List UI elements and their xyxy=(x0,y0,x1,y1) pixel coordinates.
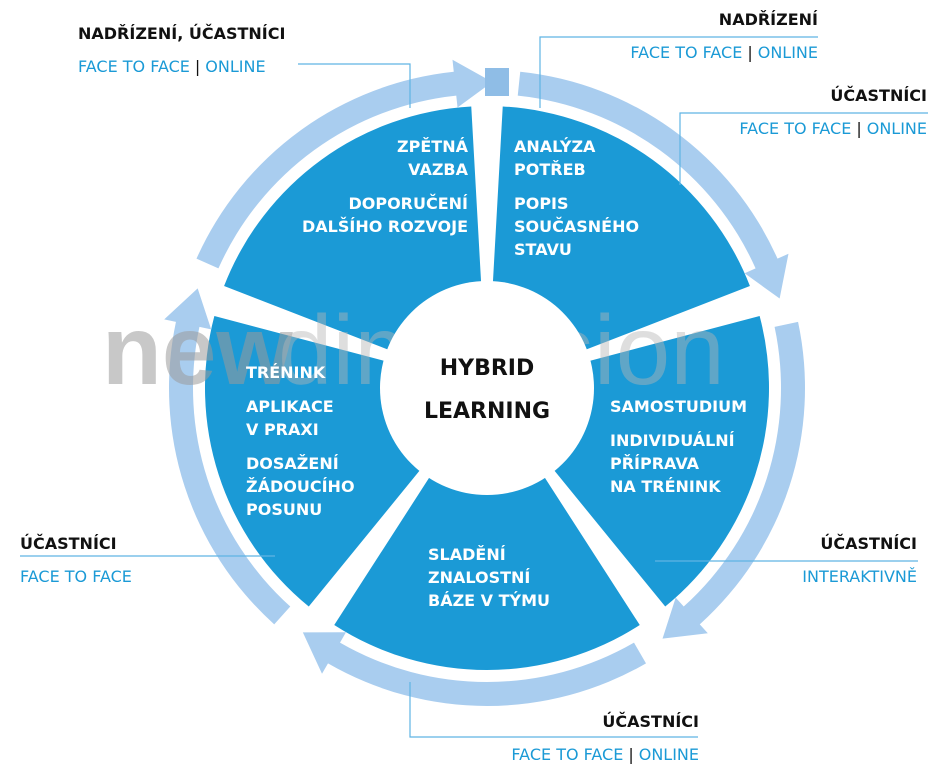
label-mode: INTERAKTIVNĚ xyxy=(802,567,917,586)
mode-separator: | xyxy=(628,745,634,764)
leader-right-upper xyxy=(679,112,928,185)
training-line: DOSAŽENÍ xyxy=(246,454,339,473)
mode-online: ONLINE xyxy=(638,745,699,764)
label-mode: FACE TO FACE xyxy=(20,567,132,586)
self-study-line: INDIVIDUÁLNÍ xyxy=(610,431,735,450)
mode-face-to-face: FACE TO FACE xyxy=(511,745,624,764)
label-mode: FACE TO FACE|ONLINE xyxy=(739,119,927,138)
analysis-line: POPIS xyxy=(514,194,569,213)
label-title: ÚČASTNÍCI xyxy=(830,86,927,105)
mode-face-to-face: FACE TO FACE xyxy=(78,57,190,76)
feedback-line: DOPORUČENÍ xyxy=(348,194,468,213)
feedback-line: ZPĚTNÁ xyxy=(397,137,469,156)
self-study-line: SAMOSTUDIUM xyxy=(610,397,747,416)
label-mode: FACE TO FACE|ONLINE xyxy=(511,745,699,764)
analysis-line: POTŘEB xyxy=(514,160,586,179)
watermark-part1: new xyxy=(102,295,293,405)
label-right-lower: ÚČASTNÍCI INTERAKTIVNĚ xyxy=(802,534,917,586)
label-top-right: NADŘÍZENÍ FACE TO FACE|ONLINE xyxy=(630,10,818,62)
segment-text-feedback: ZPĚTNÁ VAZBA DOPORUČENÍ DALŠÍHO ROZVOJE xyxy=(302,137,469,236)
label-mode: FACE TO FACE|ONLINE xyxy=(78,57,285,76)
training-line: POSUNU xyxy=(246,500,322,519)
training-line: ŽÁDOUCÍHO xyxy=(246,477,355,496)
mode-online: ONLINE xyxy=(757,43,818,62)
training-line: TRÉNINK xyxy=(246,363,326,382)
segment-self-study xyxy=(548,315,769,607)
mode-online: ONLINE xyxy=(205,57,266,76)
leader-top-left xyxy=(298,63,411,108)
alignment-line: BÁZE V TÝMU xyxy=(428,591,550,610)
analysis-line: ANALÝZA xyxy=(514,137,596,156)
center-title-line2: LEARNING xyxy=(424,399,550,424)
training-line: V PRAXI xyxy=(246,420,319,439)
leader-lines xyxy=(20,36,928,738)
segment-analysis xyxy=(492,106,750,353)
feedback-line: DALŠÍHO ROZVOJE xyxy=(302,217,468,236)
leader-bottom xyxy=(409,682,698,738)
mode-separator: | xyxy=(194,57,201,76)
segment-alignment xyxy=(334,469,640,670)
label-mode: FACE TO FACE|ONLINE xyxy=(630,43,818,62)
ring-arrow-1 xyxy=(196,59,493,269)
training-line: APLIKACE xyxy=(246,397,334,416)
segment-text-alignment: SLADĚNÍ ZNALOSTNÍ BÁZE V TÝMU xyxy=(428,545,550,610)
alignment-line: ZNALOSTNÍ xyxy=(428,568,530,587)
label-left: ÚČASTNÍCI FACE TO FACE xyxy=(20,534,132,586)
label-bottom: ÚČASTNÍCI FACE TO FACE|ONLINE xyxy=(511,712,699,764)
label-title: NADŘÍZENÍ, ÚČASTNÍCI xyxy=(78,24,286,43)
label-right-upper: ÚČASTNÍCI FACE TO FACE|ONLINE xyxy=(739,86,927,138)
center-title-line1: HYBRID xyxy=(440,356,535,381)
analysis-line: SOUČASNÉHO xyxy=(514,217,639,236)
ring-arrow-5 xyxy=(164,288,291,625)
ring-arrow-4 xyxy=(302,632,646,706)
label-title: ÚČASTNÍCI xyxy=(820,534,917,553)
mode-interactive: INTERAKTIVNĚ xyxy=(802,567,917,586)
mode-online: ONLINE xyxy=(866,119,927,138)
feedback-line: VAZBA xyxy=(408,160,468,179)
segment-text-training: TRÉNINK APLIKACE V PRAXI DOSAŽENÍ ŽÁDOUC… xyxy=(246,363,355,519)
ring-arrow-3 xyxy=(662,321,805,639)
analysis-line: STAVU xyxy=(514,240,572,259)
label-title: ÚČASTNÍCI xyxy=(602,712,699,731)
segment-feedback xyxy=(224,106,482,353)
alignment-line: SLADĚNÍ xyxy=(428,545,506,564)
self-study-line: PŘÍPRAVA xyxy=(610,454,700,473)
self-study-line: NA TRÉNINK xyxy=(610,477,721,496)
mode-separator: | xyxy=(747,43,753,62)
cycle-ring xyxy=(164,59,805,706)
leader-top-right xyxy=(539,36,818,108)
segment-training xyxy=(205,315,426,607)
cycle-start-marker xyxy=(485,68,509,96)
label-top-left: NADŘÍZENÍ, ÚČASTNÍCI FACE TO FACE|ONLINE xyxy=(78,24,285,76)
mode-separator: | xyxy=(856,119,862,138)
segment-text-analysis: ANALÝZA POTŘEB POPIS SOUČASNÉHO STAVU xyxy=(514,137,639,259)
ring-arrow-2 xyxy=(517,71,789,299)
label-title: ÚČASTNÍCI xyxy=(20,534,117,553)
mode-face-to-face: FACE TO FACE xyxy=(739,119,852,138)
mode-face-to-face: FACE TO FACE xyxy=(20,567,132,586)
center-circle xyxy=(380,281,594,495)
mode-face-to-face: FACE TO FACE xyxy=(630,43,743,62)
segment-text-self-study: SAMOSTUDIUM INDIVIDUÁLNÍ PŘÍPRAVA NA TRÉ… xyxy=(610,397,747,496)
segments xyxy=(205,106,769,670)
label-title: NADŘÍZENÍ xyxy=(718,10,818,29)
